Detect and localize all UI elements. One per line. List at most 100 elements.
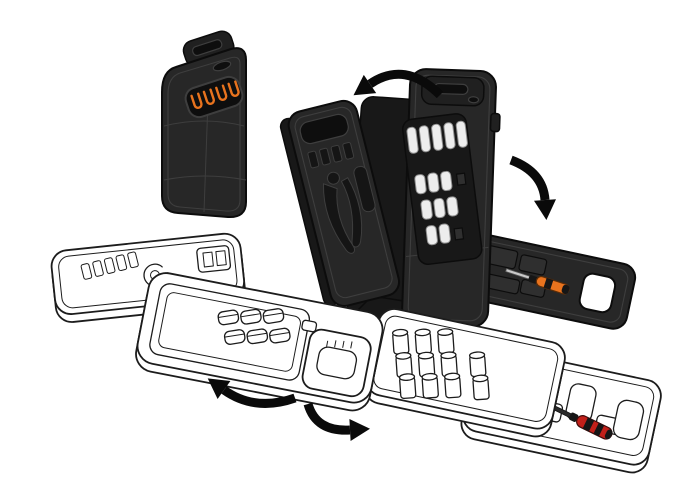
handle-end-cap: [561, 284, 570, 295]
tool-pocket: [518, 254, 548, 276]
socket: [440, 170, 453, 192]
recess-slot: [215, 250, 227, 267]
fold-down-arrow-icon: [509, 155, 556, 220]
latch-tab: [301, 319, 318, 333]
bump-line: [240, 313, 261, 318]
unfold-left-arrow-icon: [207, 378, 297, 408]
screwdriver-handle: [576, 415, 613, 440]
bump-line: [224, 333, 245, 338]
socket: [443, 122, 456, 150]
handle-slot: [316, 346, 358, 380]
orange-screwdriver: [505, 268, 570, 295]
socket-top: [443, 372, 461, 381]
socket-top: [437, 328, 454, 336]
bump-line: [218, 313, 239, 319]
socket: [420, 199, 433, 220]
molded-bit: [103, 257, 116, 274]
socket-top: [391, 328, 409, 337]
socket-top: [468, 351, 486, 360]
pliers-recess: [322, 183, 356, 254]
bit-tip: [190, 92, 203, 109]
molded-bit-row: [80, 251, 139, 280]
handle-grip-stripe: [593, 422, 605, 437]
bit-holder: [330, 144, 343, 163]
case-seam: [163, 120, 245, 127]
socket: [414, 174, 427, 195]
socket-top: [472, 374, 489, 383]
bit-holder: [307, 150, 320, 169]
bump-line: [263, 312, 284, 317]
socket-rack: [401, 113, 483, 266]
red-screwdriver: [549, 403, 613, 440]
socket-bump: [269, 327, 291, 344]
bit-tip: [202, 88, 216, 105]
molded-bit: [115, 254, 128, 272]
case-seam: [163, 175, 247, 181]
handle-grip-slot: [192, 39, 223, 57]
pliers-recess: [340, 177, 363, 248]
handle-end-cap: [604, 429, 613, 440]
socket-clip: [455, 172, 467, 186]
pliers-pivot-recess: [326, 171, 340, 185]
main-tray-floor: [158, 292, 301, 372]
screwdriver-collar: [568, 412, 579, 422]
half-open-case-figure: [279, 68, 637, 332]
socket-top: [414, 328, 431, 337]
closed-case-figure: [161, 30, 247, 219]
socket-tray-panel: [364, 308, 566, 438]
bit-window: [184, 75, 244, 119]
tray-handle-cutout: [578, 272, 617, 314]
case-rim: [167, 56, 241, 212]
socket: [406, 126, 419, 154]
logo-emblem: [212, 60, 232, 72]
socket-grid: [391, 328, 490, 401]
end-tray-handle-cutout: [612, 399, 645, 441]
socket-tray-face: [365, 308, 566, 430]
bit-tip: [227, 80, 240, 97]
socket-bump: [223, 329, 246, 345]
socket-bump: [217, 309, 240, 326]
socket: [431, 123, 444, 151]
latch: [489, 112, 501, 133]
socket: [425, 225, 438, 246]
grip-ridges: [326, 340, 353, 349]
socket: [418, 125, 431, 153]
socket-top: [398, 373, 416, 382]
bump-line: [269, 332, 290, 337]
socket-top: [440, 351, 457, 360]
bit-tips: [190, 80, 240, 109]
bit-holder: [342, 142, 355, 160]
socket: [433, 197, 446, 219]
socket: [446, 196, 459, 217]
driver-recess: [353, 165, 376, 213]
case-body: [161, 47, 247, 219]
bit-tip: [215, 84, 228, 101]
open-lid-flap: [279, 99, 401, 307]
standing-case-body: [401, 68, 501, 328]
socket-top: [417, 351, 435, 360]
recess-slot: [202, 251, 214, 268]
socket: [438, 223, 451, 244]
screwdriver-collar: [528, 275, 538, 284]
bump-line: [247, 332, 268, 337]
socket-top: [421, 372, 438, 381]
molded-bit: [92, 260, 104, 277]
lid-handle-cutout: [299, 113, 349, 145]
socket-bumps: [217, 308, 291, 345]
socket-clip: [453, 227, 465, 241]
wrench-jaw-gap: [161, 263, 174, 275]
molded-bit: [127, 251, 139, 269]
lid-body: [287, 99, 401, 307]
flat-carry-handle: [301, 328, 372, 398]
unfold-right-arrow-icon: [303, 402, 370, 441]
socket-bump: [246, 328, 269, 345]
socket: [455, 120, 468, 148]
socket: [427, 172, 440, 193]
socket-top: [395, 352, 412, 360]
socket-bump: [262, 308, 285, 324]
unfolded-case-figure: [50, 232, 662, 474]
fold-arrows: [207, 69, 556, 441]
latch-button: [467, 96, 480, 104]
